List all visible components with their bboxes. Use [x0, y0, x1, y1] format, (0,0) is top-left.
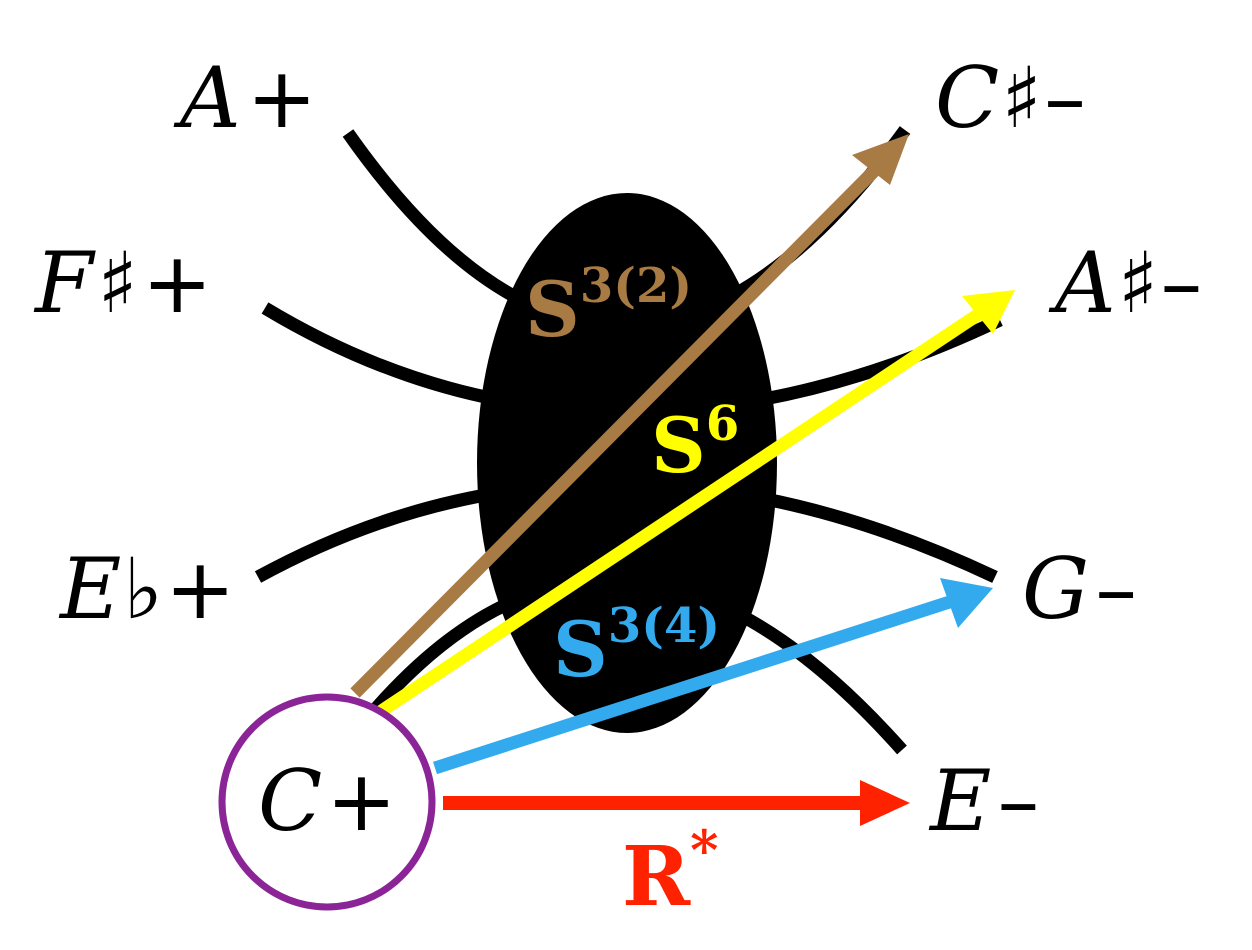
node-a-plus: A+	[173, 49, 317, 147]
arrow-s6-head	[962, 290, 1015, 334]
arrow-r-star	[443, 780, 910, 826]
arrow-s3-2-head	[852, 134, 909, 185]
arrow-s3-2	[350, 134, 909, 698]
label-r-star: R*	[622, 818, 718, 925]
node-c-plus: C+	[258, 752, 397, 850]
arrow-s6	[376, 290, 1015, 718]
arrow-s3-4-head	[940, 578, 993, 628]
node-c-sharp-minus: C♯–	[935, 49, 1086, 147]
arrow-r-star-head	[860, 780, 910, 826]
node-a-sharp-minus: A♯–	[1048, 234, 1202, 332]
label-s3-2: S3(2)	[525, 258, 692, 354]
label-s6: S6	[651, 396, 739, 490]
label-s3-4: S3(4)	[553, 598, 720, 694]
node-f-sharp-plus: F♯+	[33, 234, 212, 332]
node-e-minus: E–	[928, 752, 1039, 850]
node-e-flat-plus: E♭+	[58, 540, 235, 638]
arrow-s3-4	[433, 578, 993, 775]
c-plus-highlight-ring	[218, 693, 436, 911]
node-g-minus: G–	[1022, 540, 1137, 638]
